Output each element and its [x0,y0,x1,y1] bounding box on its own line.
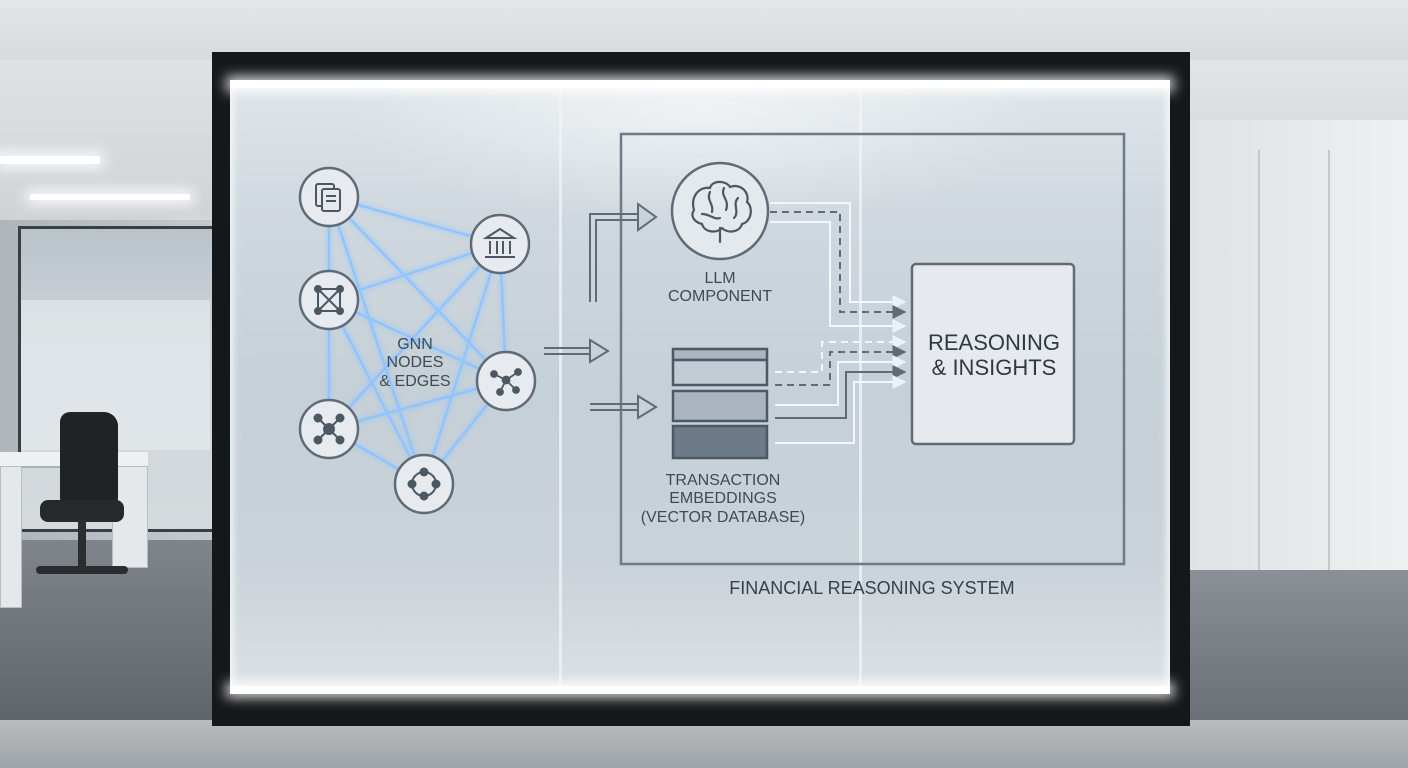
flow-lines [770,202,907,444]
system-label: FINANCIAL REASONING SYSTEM [729,578,1015,598]
ceiling [0,0,1408,60]
embeddings-label-line: TRANSACTION [665,472,781,489]
output-label-line: REASONING [927,330,1061,355]
gnn-node-bank [469,213,531,275]
top-light-strip [230,80,1170,88]
graph-icon [490,368,522,396]
input-arrows [544,202,658,420]
reasoning-insights-box [910,262,1076,446]
office-chair-seat [40,500,124,522]
output-label: REASONING & INSIGHTS [914,330,1074,381]
brain-icon [691,180,752,244]
gnn-label-line: & EDGES [379,372,451,390]
system-boundary [619,132,1126,566]
desk-drawer [0,466,22,608]
gnn-node-hub [298,398,360,460]
llm-label-line: COMPONENT [668,288,772,306]
hub-icon [313,413,345,445]
bottom-light-strip [230,686,1170,694]
embeddings-label: TRANSACTION EMBEDDINGS (VECTOR DATABASE) [628,472,818,527]
gnn-node-circular-network [393,453,455,515]
llm-label: LLM COMPONENT [650,270,790,307]
gnn-node-graph [475,350,537,412]
glass-mullion [559,80,562,694]
right-wall [1190,120,1408,590]
llm-node [670,161,770,261]
llm-label-line: LLM [704,270,736,287]
gnn-edges [327,195,508,486]
gnn-label-line: GNN [397,336,433,353]
gnn-label: GNN NODES & EDGES [360,336,470,391]
ceiling-light [30,194,190,200]
office-chair-stem [78,520,86,570]
gnn-node-network-square [298,269,360,331]
documents-icon [315,183,341,212]
floor-right [1186,570,1408,720]
gnn-node-documents [298,166,360,228]
office-chair-back [60,412,118,504]
office-chair-base [36,566,128,574]
floor-front [0,720,1408,768]
ceiling-left [0,60,212,220]
ceiling-light [0,156,100,164]
output-label-line: & INSIGHTS [931,355,1057,381]
embeddings-label-line: EMBEDDINGS [669,490,777,508]
glass-mullion [859,80,862,694]
embeddings-label-line: (VECTOR DATABASE) [640,508,806,526]
bank-icon [482,227,518,258]
circular-network-icon [407,467,441,501]
wall-panel-seam [1258,150,1260,610]
network-square-icon [314,285,344,315]
database-stack-icon [671,347,769,460]
gnn-label-line: NODES [386,354,444,372]
wall-panel-seam [1328,150,1330,610]
